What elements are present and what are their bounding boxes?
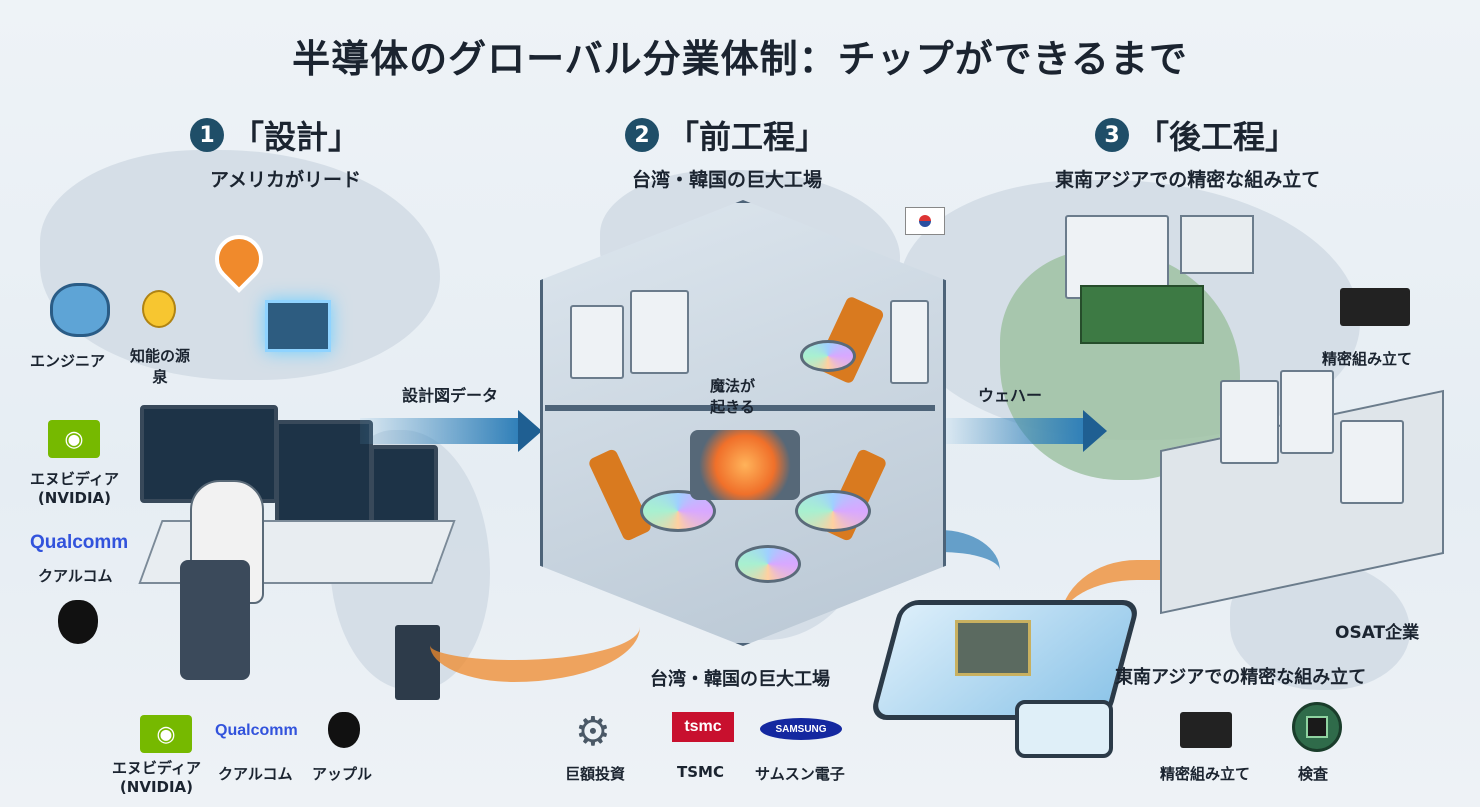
tsmc-label: TSMC: [677, 763, 724, 781]
step-1-subtitle: アメリカがリード: [210, 169, 362, 191]
nvidia-jp: エヌビディア: [112, 759, 201, 777]
step-label: 「前工程」: [667, 118, 828, 156]
apple-bottom-label: アップル: [312, 765, 373, 783]
engineer-label: エンジニア: [30, 352, 106, 370]
nvidia-en: (NVIDIA): [37, 489, 112, 507]
samsung-logo: SAMSUNG: [760, 718, 842, 740]
brain-icon: [50, 283, 110, 337]
chip-icon: [1180, 215, 1254, 274]
osat-label: OSAT企業: [1335, 623, 1420, 643]
korea-flag-icon: [905, 207, 945, 235]
front-caption: 台湾・韓国の巨大工場: [650, 669, 830, 690]
factory-floor-divider: [545, 405, 935, 411]
inspection-icon: [1292, 702, 1342, 752]
machine: [1280, 370, 1334, 454]
back-caption: 東南アジアでの精密な組み立て: [1115, 667, 1367, 688]
monitor: [275, 420, 373, 533]
machine: [1340, 420, 1404, 504]
wafer-arrow[interactable]: [945, 410, 1107, 452]
wafer-label: ウェハー: [978, 386, 1043, 405]
step-label: 「後工程」: [1137, 118, 1298, 156]
machine: [570, 305, 624, 379]
step-2-subtitle: 台湾・韓国の巨大工場: [632, 169, 823, 191]
step-number: 3: [1095, 118, 1129, 152]
apple-logo: [58, 600, 98, 644]
nvidia-jp: エヌビディア: [30, 470, 119, 488]
lightbulb-icon: [142, 290, 176, 328]
chip-icon: [1340, 288, 1410, 326]
wafer: [795, 490, 871, 532]
machine: [630, 290, 689, 374]
step-3-heading: 3 「後工程」: [1095, 112, 1297, 158]
nvidia-logo: ◉: [48, 420, 100, 458]
chip-icon: [265, 300, 331, 352]
step-number: 1: [190, 118, 224, 152]
nvidia-en: (NVIDIA): [119, 778, 194, 796]
investment-label: 巨額投資: [565, 765, 626, 783]
qualcomm-bottom-label: クアルコム: [218, 765, 293, 783]
back-precise-label: 精密組み立て: [1160, 765, 1251, 783]
small-phone: [1015, 700, 1113, 758]
gears-icon: ⚙: [575, 709, 611, 755]
tsmc-logo: tsmc: [672, 712, 734, 742]
step-number: 2: [625, 118, 659, 152]
intelligence-label: 知能の源泉: [130, 347, 191, 386]
design-data-label: 設計図データ: [402, 386, 499, 405]
machine: [1220, 380, 1279, 464]
nvidia-bottom-label: エヌビディア (NVIDIA): [112, 757, 201, 796]
wafer: [800, 340, 856, 372]
qualcomm-logo: Qualcomm: [30, 532, 129, 553]
chip-icon: [955, 620, 1031, 676]
magic-label: 魔法が 起きる: [710, 377, 756, 416]
apple-logo-bottom: [328, 712, 360, 748]
step-label: 「設計」: [232, 118, 361, 156]
design-data-arrow[interactable]: [360, 410, 542, 452]
step-1-heading: 1 「設計」: [190, 112, 360, 158]
nvidia-logo-bottom: ◉: [140, 715, 192, 753]
nvidia-label: エヌビディア (NVIDIA): [30, 468, 119, 507]
wafer: [735, 545, 801, 583]
factory-building: [540, 200, 946, 646]
step-2-heading: 2 「前工程」: [625, 112, 827, 158]
step-3-subtitle: 東南アジアでの精密な組み立て: [1055, 169, 1321, 191]
circuit-board: [1080, 285, 1204, 344]
orange-flow-arrow: [430, 590, 640, 682]
inspection-label: 検査: [1298, 765, 1329, 783]
samsung-label: サムスン電子: [755, 765, 845, 783]
chair: [180, 560, 250, 680]
chip-icon: [1180, 712, 1232, 748]
page-title: 半導体のグローバル分業体制：チップができるまで: [292, 37, 1188, 81]
machine: [890, 300, 929, 384]
magic-chip-glow: [690, 430, 800, 500]
qualcomm-label: クアルコム: [38, 567, 113, 585]
qualcomm-logo-bottom: Qualcomm: [215, 722, 298, 739]
precise-assembly-label: 精密組み立て: [1322, 350, 1413, 368]
